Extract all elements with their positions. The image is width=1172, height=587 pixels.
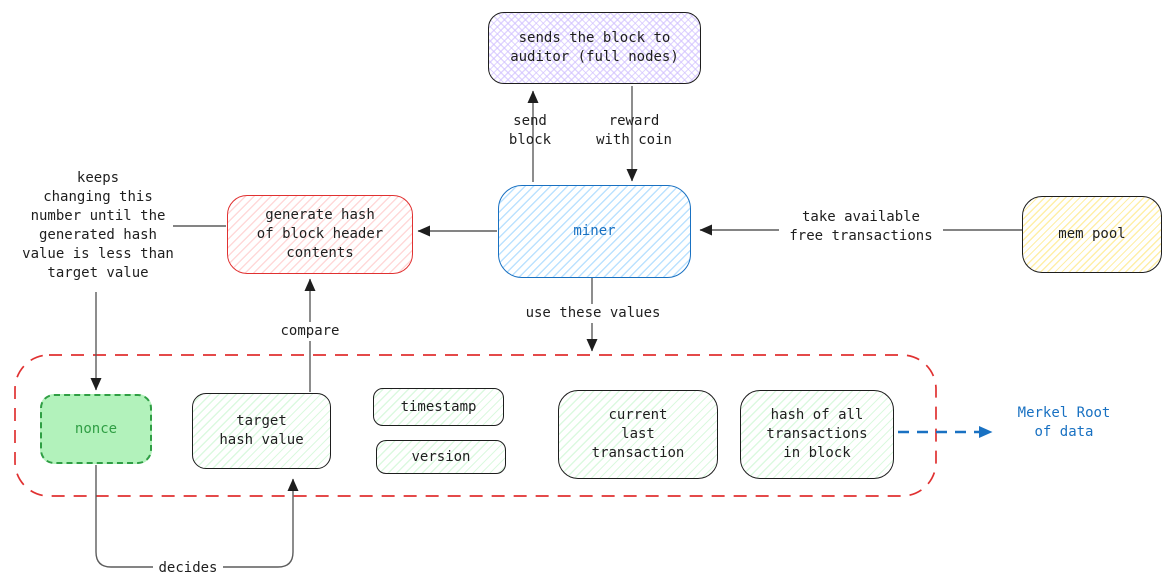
node-generate-hash: generate hash of block header contents: [227, 195, 413, 274]
note-keeps-changing-number: keeps changing this number until the gen…: [22, 170, 174, 281]
node-nonce: nonce: [40, 394, 152, 464]
label-decides: decides: [153, 559, 223, 578]
node-version: version: [376, 440, 506, 474]
label-send-block: send block: [508, 113, 552, 148]
node-target-hash-value: target hash value: [192, 393, 331, 469]
block-header-group-outline: [14, 354, 937, 497]
arrow-decides-loop: [95, 465, 299, 568]
node-current-last-transaction: current last transaction: [558, 390, 718, 479]
node-auditor: sends the block to auditor (full nodes): [488, 12, 701, 84]
label-merkel-root-of-data: Merkel Root of data: [1017, 405, 1111, 440]
label-compare: compare: [276, 322, 344, 341]
label-take-available-free-transactions: take available free transactions: [779, 208, 943, 246]
node-timestamp: timestamp: [373, 388, 504, 426]
node-mem-pool: mem pool: [1022, 196, 1162, 273]
label-use-these-values: use these values: [518, 304, 668, 323]
node-miner: miner: [498, 185, 691, 278]
label-reward-with-coin: reward with coin: [596, 113, 672, 148]
node-hash-of-all-transactions: hash of all transactions in block: [740, 390, 894, 479]
